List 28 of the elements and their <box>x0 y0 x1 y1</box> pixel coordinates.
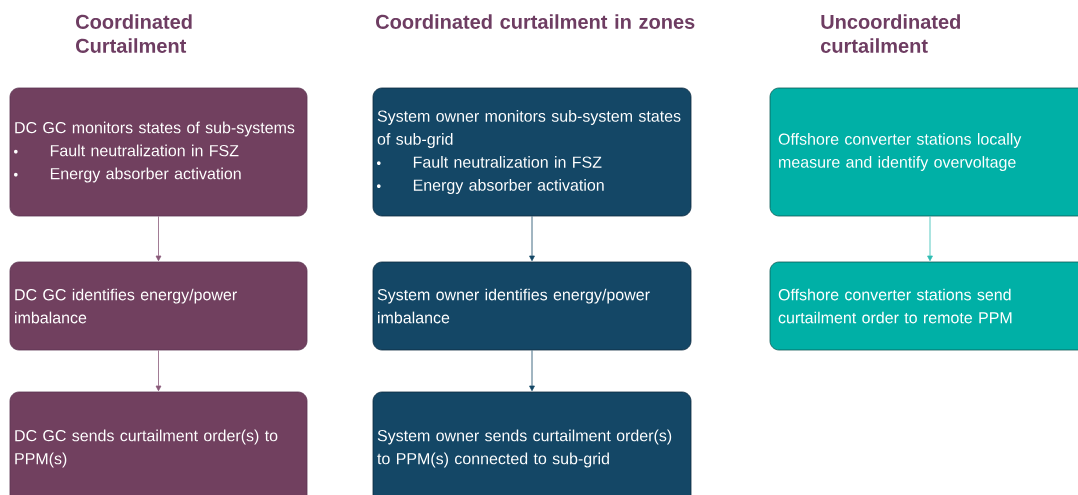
process-box <box>372 391 692 495</box>
box-text: DC GC monitors states of sub-systems <box>15 121 295 137</box>
process-box <box>372 87 692 217</box>
box-text: DC GC identifies energy/power imbalance <box>15 288 237 324</box>
bullet-item: Energy absorber activation <box>413 179 604 194</box>
box-text: System owner monitors sub-system states of sub-grid <box>377 110 681 148</box>
box-text: Offshore converter stations locally measure and identify overvoltage <box>778 133 1022 171</box>
process-box <box>9 261 308 351</box>
bullet-item: Energy absorber activation <box>50 167 241 183</box>
column-heading: Coordinated curtailment in zones <box>376 14 695 29</box>
arrow <box>155 216 162 262</box>
arrow <box>529 350 535 392</box>
box-text: Offshore converter stations send curtailment order to remote PPM <box>778 288 1012 324</box>
process-box <box>9 391 308 495</box>
process-box <box>9 87 308 217</box>
process-box <box>769 87 1078 217</box>
column-heading: Coordinated Curtailment <box>76 14 192 53</box>
bullet-item: Fault neutralization in FSZ <box>413 156 602 168</box>
bullet-item: Fault neutralization in FSZ <box>50 144 239 157</box>
box-text: System owner sends curtailment order(s) to PPM(s) connected to sub-grid <box>377 429 672 468</box>
process-box <box>372 261 692 351</box>
column-heading: Uncoordinated curtailment <box>821 14 960 53</box>
arrow <box>155 350 162 392</box>
process-box <box>769 261 1078 351</box>
arrow <box>927 216 933 262</box>
arrow <box>529 216 535 262</box>
box-text: System owner identifies energy/power imbalance <box>377 288 650 324</box>
box-text: DC GC sends curtailment order(s) to PPM(s) <box>15 429 278 468</box>
